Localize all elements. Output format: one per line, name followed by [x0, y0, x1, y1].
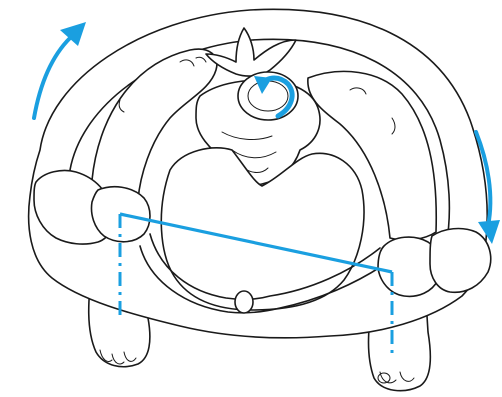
right-hip-joint [378, 229, 491, 297]
